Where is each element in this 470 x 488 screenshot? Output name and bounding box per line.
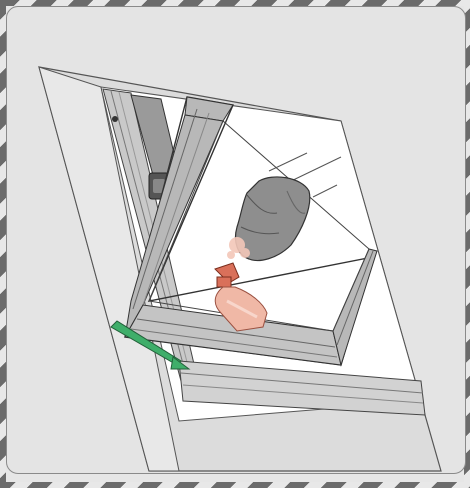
lock-icon: [112, 116, 118, 122]
illustration-panel: [6, 6, 466, 474]
window-cleaning-illustration: [7, 7, 465, 473]
